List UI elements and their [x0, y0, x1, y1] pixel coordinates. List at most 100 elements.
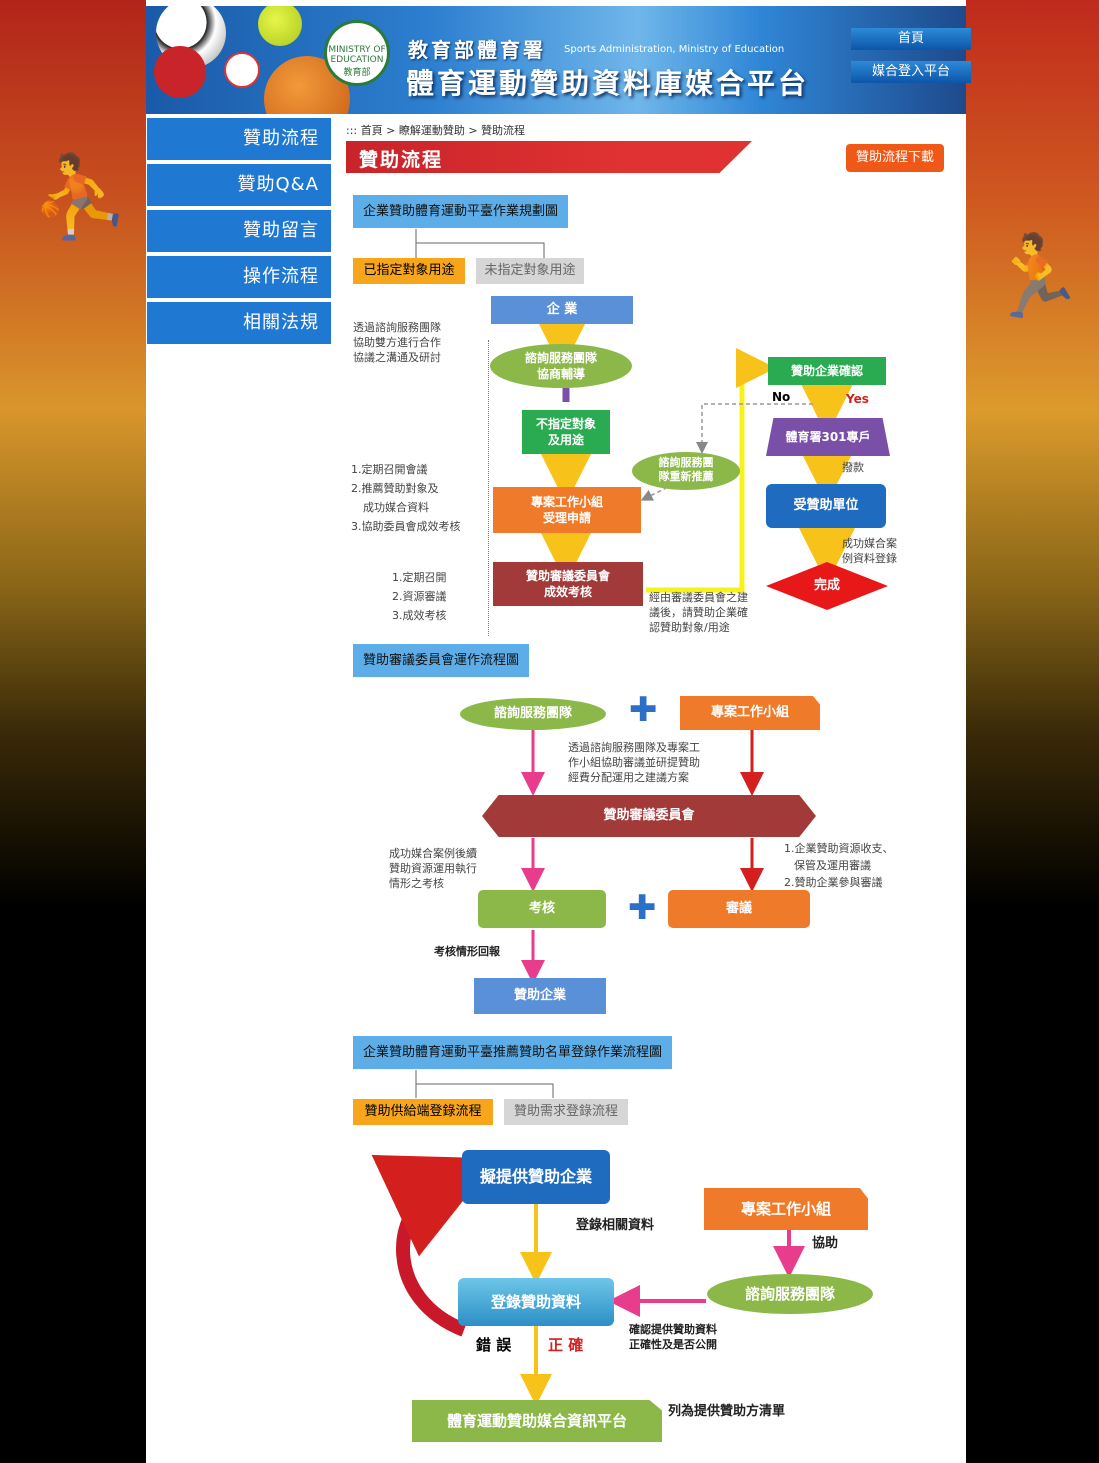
note2-left-2: 贊助資源運用執行	[389, 862, 477, 875]
plus-icon: ✚	[628, 888, 657, 928]
note-record: 成功媒合案 例資料登錄	[842, 536, 897, 566]
note-suggestion-1: 經由審議委員會之建	[649, 591, 748, 604]
note-wg-2: 2.推薦贊助對象及	[351, 482, 439, 495]
node3-register: 登錄贊助資料	[458, 1278, 614, 1326]
sidebar-item-message[interactable]: 贊助留言	[147, 210, 331, 252]
tab-specified-use[interactable]: 已指定對象用途	[353, 258, 465, 284]
label-assist: 協助	[812, 1236, 839, 1251]
sidebar-item-regulations[interactable]: 相關法規	[147, 302, 331, 344]
athlete-silhouette-icon: 🏃	[986, 230, 1086, 323]
note-wg-4: 3.協助委員會成效考核	[351, 520, 461, 533]
node3-consult: 諮詢服務團隊	[707, 1274, 873, 1314]
athlete-silhouette-icon: ⛹	[30, 150, 130, 243]
note-wg-1: 1.定期召開會議	[351, 463, 428, 476]
note-record-2: 例資料登錄	[842, 552, 897, 565]
note2-right-1: 1.企業贊助資源收支、	[784, 842, 894, 855]
tennis-ball-icon	[258, 6, 302, 46]
divider-dotted	[488, 340, 489, 636]
node-enterprise: 企 業	[491, 296, 633, 324]
note2-left: 成功媒合案例後續 贊助資源運用執行 情形之考核	[389, 846, 477, 891]
note2-top-2: 作小組協助審議並研提贊助	[568, 756, 700, 769]
tab-unspecified-use[interactable]: 未指定對象用途	[476, 258, 584, 284]
node-recommend-line2: 隊重新推薦	[658, 470, 714, 483]
label-correct: 正 確	[548, 1336, 584, 1354]
node-wg-line2: 受理申請	[542, 511, 591, 525]
section-planning-title: 企業贊助體育運動平臺作業規劃圖	[353, 195, 569, 228]
note2-left-3: 情形之考核	[389, 877, 444, 890]
label-no: No	[772, 390, 791, 404]
note3-confirm: 確認提供贊助資料 正確性及是否公開	[629, 1322, 717, 1352]
node3-platform: 體育運動贊助媒合資訊平台	[412, 1400, 662, 1442]
node-recipient: 受贊助單位	[766, 484, 886, 528]
tab-supply-register[interactable]: 贊助供給端登錄流程	[353, 1099, 493, 1125]
note-consult-1: 透過諮詢服務團隊	[353, 321, 441, 334]
node-unspecified-line1: 不指定對象	[535, 417, 596, 431]
logo-text: MINISTRY OF EDUCATION 教育部	[328, 45, 386, 78]
download-button[interactable]: 贊助流程下載	[846, 144, 944, 172]
ministry-logo: MINISTRY OF EDUCATION 教育部	[324, 20, 390, 86]
tab-demand-register[interactable]: 贊助需求登錄流程	[504, 1099, 628, 1125]
ministry-name: 教育部體育署	[408, 38, 546, 62]
node-committee-line2: 成效考核	[543, 585, 592, 599]
note-committee-1: 1.定期召開	[392, 571, 447, 584]
node-committee-line1: 贊助審議委員會	[525, 569, 610, 583]
label-error: 錯 誤	[476, 1336, 512, 1354]
header-banner: MINISTRY OF EDUCATION 教育部 教育部體育署 Sports …	[146, 6, 966, 114]
label-register-info: 登錄相關資料	[576, 1218, 655, 1233]
ping-pong-icon	[154, 46, 206, 98]
sidebar-item-qa[interactable]: 贊助Q&A	[147, 164, 331, 206]
nav-login-link[interactable]: 媒合登入平台	[851, 61, 971, 83]
note-consult: 透過諮詢服務團隊 協助雙方進行合作 協議之溝通及研討	[353, 320, 441, 365]
node2-review: 審議	[668, 890, 810, 928]
node-working-group: 專案工作小組 受理申請	[493, 487, 641, 533]
label-provider-list: 列為提供贊助方清單	[668, 1404, 786, 1419]
note2-top-3: 經費分配運用之建議方案	[568, 771, 689, 784]
node-confirm: 贊助企業確認	[768, 357, 886, 385]
note-suggestion-2: 議後，請贊助企業確	[649, 606, 748, 619]
node3-working-group: 專案工作小組	[704, 1188, 868, 1230]
note-committee-2: 2.資源審議	[392, 590, 447, 603]
node2-consult: 諮詢服務團隊	[460, 698, 606, 730]
page: MINISTRY OF EDUCATION 教育部 教育部體育署 Sports …	[146, 0, 971, 1463]
node2-working-group: 專案工作小組	[680, 696, 820, 730]
note2-top: 透過諮詢服務團隊及專案工 作小組協助審議並研提贊助 經費分配運用之建議方案	[568, 740, 700, 785]
node-account: 體育署301專戶	[766, 418, 890, 456]
label-yes: Yes	[846, 392, 869, 406]
note2-right-3: 2.贊助企業參與審議	[784, 876, 883, 889]
note-consult-3: 協議之溝通及研討	[353, 351, 441, 364]
section-register-title: 企業贊助體育運動平臺推薦贊助名單登錄作業流程圖	[353, 1036, 673, 1069]
note2-right-2: 保管及運用審議	[794, 859, 871, 872]
note-record-1: 成功媒合案	[842, 537, 897, 550]
node-wg-line1: 專案工作小組	[530, 495, 603, 509]
node-recommend: 諮詢服務團 隊重新推薦	[632, 452, 740, 490]
node-consult-line1: 諮詢服務團隊	[524, 351, 597, 365]
sidebar: 贊助流程 贊助Q&A 贊助留言 操作流程 相關法規	[147, 118, 331, 348]
note3-confirm-1: 確認提供贊助資料	[629, 1323, 717, 1336]
sidebar-item-process[interactable]: 贊助流程	[147, 118, 331, 160]
node-consult-line2: 協商輔導	[536, 367, 585, 381]
baseball-icon	[224, 52, 260, 88]
node-unspecified-line2: 及用途	[547, 433, 584, 447]
ministry-name-en: Sports Administration, Ministry of Educa…	[564, 44, 785, 55]
note-suggestion: 經由審議委員會之建 議後，請贊助企業確 認贊助對象/用途	[649, 590, 748, 635]
note-suggestion-3: 認贊助對象/用途	[649, 621, 730, 634]
node-committee: 贊助審議委員會 成效考核	[493, 562, 643, 606]
flow-arrows	[371, 229, 855, 1406]
note3-confirm-2: 正確性及是否公開	[629, 1338, 717, 1351]
plus-icon: ✚	[629, 690, 658, 730]
note2-left-1: 成功媒合案例後續	[389, 847, 477, 860]
node2-sponsor: 贊助企業	[474, 978, 606, 1014]
label-report: 考核情形回報	[434, 945, 500, 958]
label-fund: 撥款	[842, 461, 864, 474]
node2-committee: 贊助審議委員會	[482, 795, 816, 837]
section-committee-title: 贊助審議委員會運作流程圖	[353, 644, 530, 677]
note-wg-3: 成功媒合資料	[363, 501, 429, 514]
nav-home-link[interactable]: 首頁	[851, 28, 971, 50]
note2-top-1: 透過諮詢服務團隊及專案工	[568, 741, 700, 754]
node-consult-team: 諮詢服務團隊 協商輔導	[490, 344, 632, 388]
note-committee-3: 3.成效考核	[392, 609, 447, 622]
title-bar	[346, 141, 752, 173]
node3-provider: 擬提供贊助企業	[462, 1150, 610, 1204]
node-recommend-line1: 諮詢服務團	[658, 456, 714, 469]
sidebar-item-operation[interactable]: 操作流程	[147, 256, 331, 298]
